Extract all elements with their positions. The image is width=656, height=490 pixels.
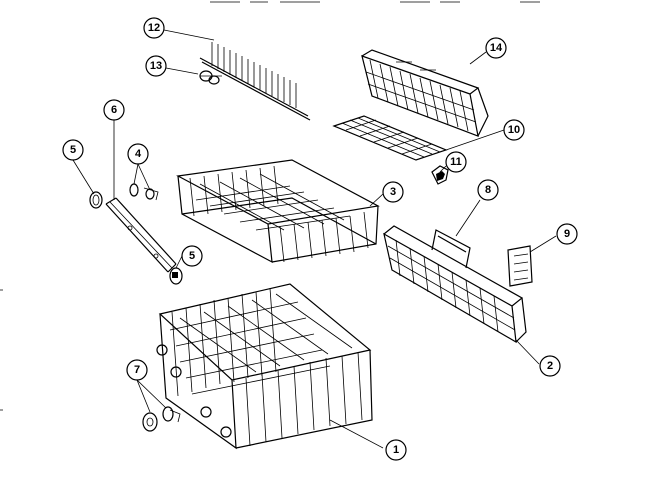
callout-label-3: 3	[390, 186, 396, 198]
callout-5-lower: 5	[181, 245, 203, 267]
callout-label-12: 12	[148, 22, 160, 34]
tine-row-part	[199, 42, 311, 121]
callout-label-2: 2	[547, 360, 553, 372]
small-insert-part	[507, 245, 533, 287]
wheel-set-part	[142, 406, 181, 432]
bracket-part	[431, 165, 449, 185]
callout-8: 8	[477, 179, 499, 201]
roller-part-left	[89, 191, 103, 209]
callout-label-4: 4	[135, 148, 142, 160]
upper-rack-part	[176, 159, 380, 264]
cutlery-basket-top-part	[361, 49, 489, 137]
callout-11: 11	[445, 151, 467, 173]
callout-label-5-lower: 5	[189, 250, 195, 262]
callout-3: 3	[382, 181, 404, 203]
callout-label-7: 7	[134, 364, 140, 376]
silverware-basket-part	[383, 225, 527, 344]
callout-6: 6	[103, 99, 125, 121]
callout-2: 2	[539, 355, 561, 377]
lower-rack-part	[156, 283, 373, 450]
clip-part	[199, 70, 222, 85]
callout-label-13: 13	[150, 60, 162, 72]
roller-set-part	[129, 183, 159, 201]
callout-label-10: 10	[508, 124, 520, 136]
callout-1: 1	[385, 439, 407, 461]
callout-label-1: 1	[393, 444, 399, 456]
shelf-grid-part	[332, 115, 448, 161]
callout-label-8: 8	[485, 184, 491, 196]
callout-label-6: 6	[111, 104, 117, 116]
callout-9: 9	[556, 223, 578, 245]
rail-part	[105, 197, 177, 273]
callout-14: 14	[485, 37, 507, 59]
roller-part-lower	[169, 267, 183, 285]
callout-label-5-left: 5	[70, 144, 76, 156]
leader-lines	[72, 29, 557, 449]
callout-5-left: 5	[62, 139, 84, 161]
callout-12: 12	[143, 17, 165, 39]
callout-label-14: 14	[490, 42, 503, 54]
callout-label-9: 9	[564, 228, 570, 240]
callout-4: 4	[127, 143, 149, 165]
callout-7: 7	[126, 359, 148, 381]
callout-13: 13	[145, 55, 167, 77]
callout-10: 10	[503, 119, 525, 141]
callout-label-11: 11	[450, 156, 462, 168]
